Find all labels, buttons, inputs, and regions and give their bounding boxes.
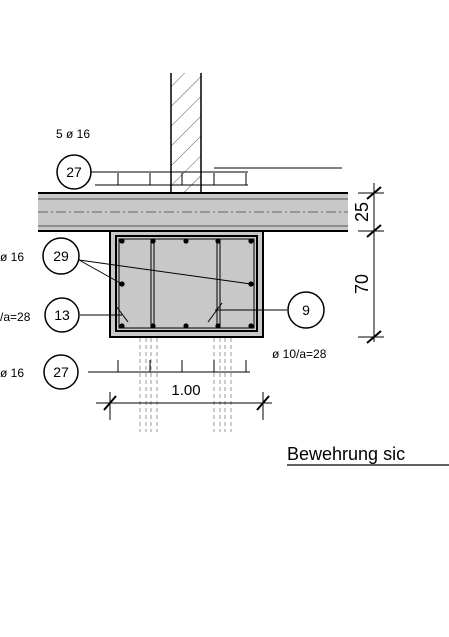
height-dimension bbox=[358, 183, 384, 344]
bubble-upper-left: 29 bbox=[42, 237, 80, 275]
top-bar-label: 5 ø 16 bbox=[56, 127, 90, 141]
svg-text:13: 13 bbox=[54, 307, 70, 323]
piles bbox=[139, 338, 232, 432]
left-label-upper: ø 16 bbox=[0, 250, 24, 264]
bubble-top: 27 bbox=[56, 154, 92, 190]
width-dimension-label: 1.00 bbox=[171, 382, 200, 399]
svg-text:27: 27 bbox=[53, 364, 69, 380]
svg-text:29: 29 bbox=[53, 248, 69, 264]
left-label-lower: ø 16 bbox=[0, 366, 24, 380]
svg-text:27: 27 bbox=[66, 164, 82, 180]
slab-thickness-label: 25 bbox=[352, 202, 372, 222]
left-label-mid: /a=28 bbox=[0, 310, 31, 324]
beam bbox=[109, 230, 264, 338]
beam-height-label: 70 bbox=[352, 274, 372, 294]
top-reinforcement bbox=[88, 167, 342, 186]
leader-lines bbox=[78, 259, 287, 323]
bubble-mid-left: 13 bbox=[44, 297, 80, 333]
wall bbox=[170, 73, 202, 193]
svg-text:9: 9 bbox=[302, 302, 310, 318]
bubble-bottom: 27 bbox=[43, 354, 79, 390]
section-caption: Bewehrung sic bbox=[287, 444, 405, 464]
bubble-right: 9 bbox=[287, 291, 325, 329]
slab bbox=[38, 192, 348, 232]
width-dimension bbox=[96, 392, 272, 420]
bottom-bar-line bbox=[88, 360, 250, 373]
stirrup-label: ø 10/a=28 bbox=[272, 347, 327, 361]
